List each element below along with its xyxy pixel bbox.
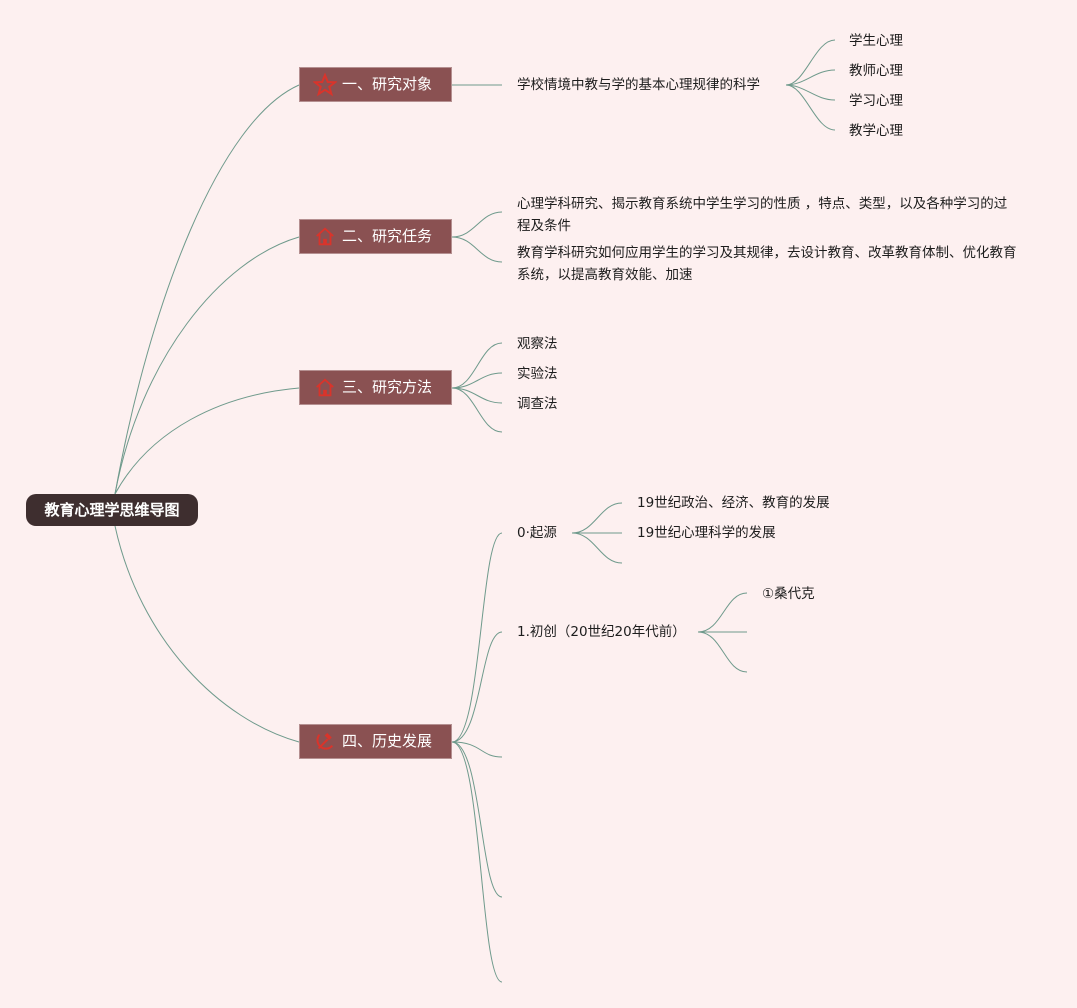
branch-label: 三、研究方法 (342, 378, 433, 396)
branch-label: 一、研究对象 (342, 75, 433, 93)
connector-b4-stage-3 (451, 741, 503, 898)
branch-label: 二、研究任务 (342, 227, 433, 245)
connector-root-branch-2 (114, 236, 300, 495)
branch-label: 四、历史发展 (342, 732, 433, 750)
list-item: 学生心理 (849, 33, 903, 49)
connector-b4-stage-4 (451, 741, 503, 983)
list-item: ①桑代克 (762, 586, 815, 602)
branch-research-task[interactable]: 二、研究任务 (299, 219, 452, 254)
list-item: 观察法 (517, 336, 558, 352)
connector-def-item-1 (785, 39, 836, 86)
connector-b2-item-1 (451, 211, 503, 238)
connector-def-item-2 (785, 69, 836, 86)
hammer-sickle-icon (312, 729, 338, 755)
definition-text: 学校情境中教与学的基本心理规律的科学 (517, 77, 760, 93)
list-item: 教师心理 (849, 63, 903, 79)
connector-root-branch-1 (114, 84, 300, 495)
connector-b3-item-4 (451, 387, 503, 433)
connector-b4-stage-0 (451, 532, 503, 743)
list-item: 实验法 (517, 366, 558, 382)
star-icon (312, 72, 338, 98)
connector-b4-stage-2 (451, 741, 503, 758)
list-item: 心理学科研究、揭示教育系统中学生学习的性质 ，特点、类型，以及各种学习的过程及条… (517, 196, 1008, 234)
connector-b4-stage-1 (451, 631, 503, 743)
home-icon (312, 375, 338, 401)
connector-s0-item-3 (571, 532, 623, 564)
home-icon (312, 224, 338, 250)
list-item: 调查法 (517, 396, 558, 412)
connector-s1-item-1 (697, 592, 748, 633)
connector-root-branch-4 (114, 525, 300, 743)
connector-def-item-4 (785, 84, 836, 131)
branch-history[interactable]: 四、历史发展 (299, 724, 452, 759)
connector-s0-item-1 (571, 502, 623, 534)
branch-research-method[interactable]: 三、研究方法 (299, 370, 452, 405)
connector-root-branch-3 (114, 387, 300, 495)
list-item: 教学心理 (849, 123, 903, 139)
connector-b3-item-2 (451, 372, 503, 389)
root-node[interactable]: 教育心理学思维导图 (26, 494, 198, 526)
list-item: 19世纪心理科学的发展 (637, 525, 776, 541)
list-item: 教育学科研究如何应用学生的学习及其规律，去设计教育、改革教育体制、优化教育系统，… (517, 245, 1017, 283)
branch-research-object[interactable]: 一、研究对象 (299, 67, 452, 102)
connector-s1-item-3 (697, 631, 748, 673)
stage-label: 0·起源 (517, 525, 557, 541)
list-item: 19世纪政治、经济、教育的发展 (637, 495, 830, 511)
stage-label: 1.初创（20世纪20年代前） (517, 624, 686, 640)
connector-b2-item-2 (451, 236, 503, 263)
connector-b3-item-1 (451, 342, 503, 389)
list-item: 学习心理 (849, 93, 903, 109)
